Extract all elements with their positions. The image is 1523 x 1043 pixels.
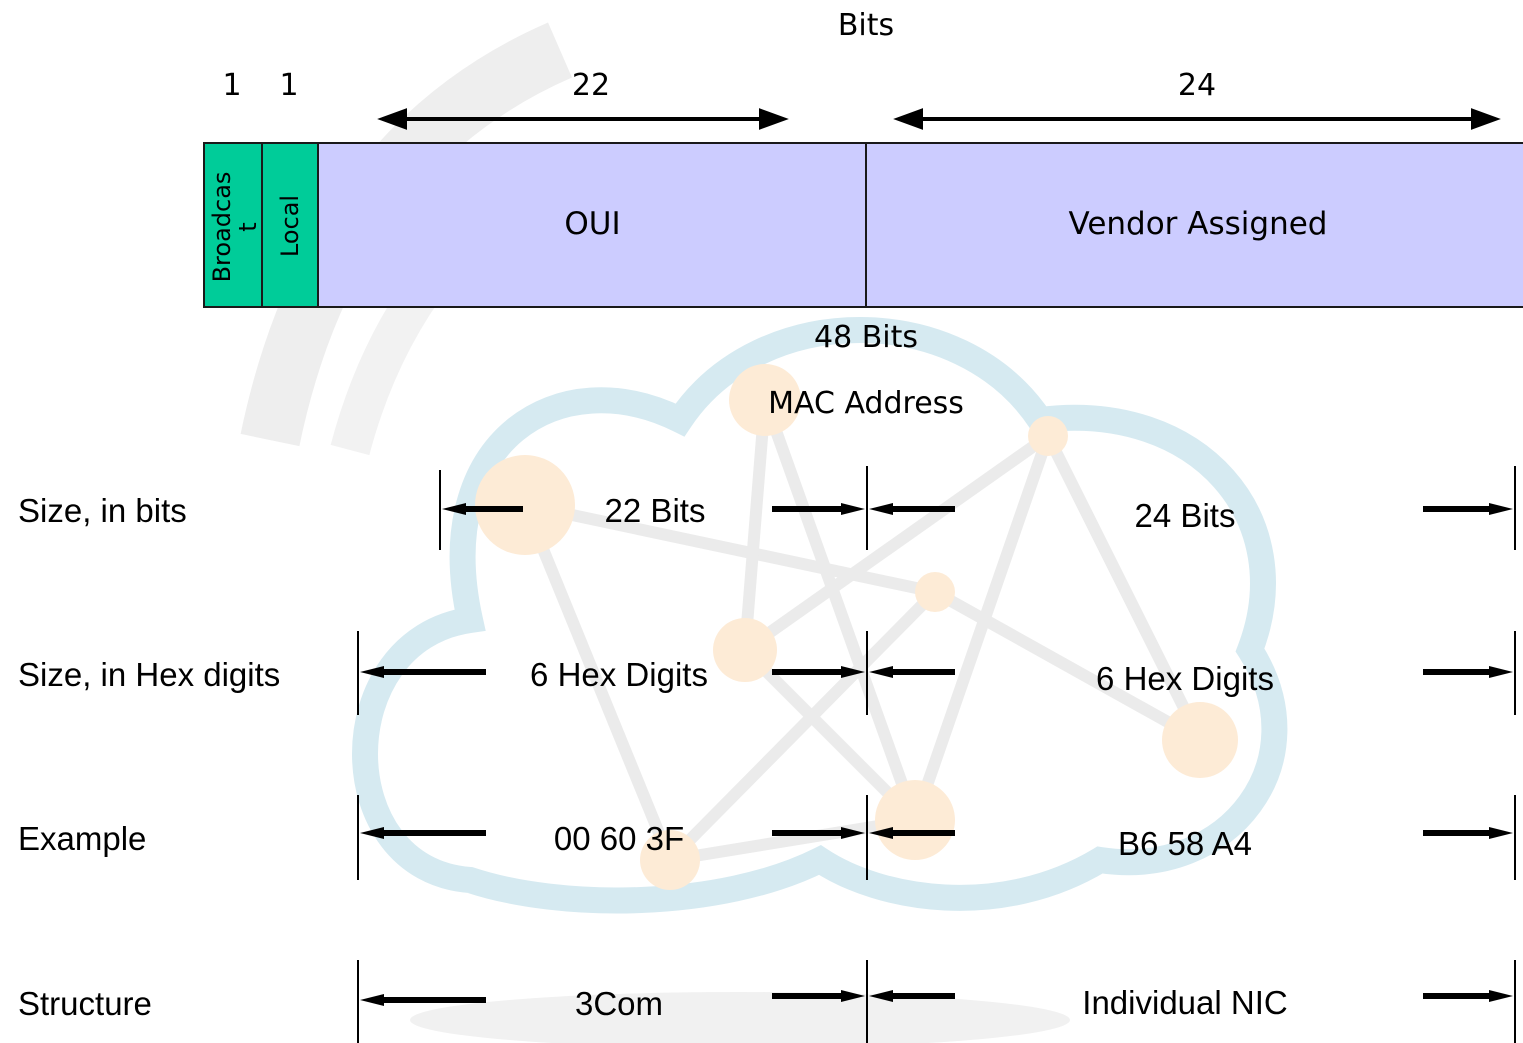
vendor-assigned-field-label: Vendor Assigned <box>1068 206 1328 242</box>
size-hex-vendor-value: 6 Hex Digits <box>1096 660 1274 697</box>
width-label-broadcast: 1 <box>222 68 242 103</box>
local-field: Local <box>261 142 319 308</box>
example-vendor-value: B6 58 A4 <box>1118 825 1252 862</box>
size-bits-oui-value: 22 Bits <box>604 492 706 529</box>
oui-field: OUI <box>317 142 868 308</box>
structure-oui-value: 3Com <box>574 985 664 1022</box>
structure-vendor-value: Individual NIC <box>1082 984 1288 1021</box>
example-oui-value: 00 60 3F <box>553 820 685 857</box>
watermark-grey-ellipse <box>410 992 1070 1043</box>
row-label-example: Example <box>18 820 147 857</box>
size-bits-vendor-value: 24 Bits <box>1134 497 1236 534</box>
header-arrows <box>377 108 1501 130</box>
broadcast-field: Broadcas t <box>203 142 263 308</box>
oui-field-label: OUI <box>564 206 621 242</box>
size-hex-oui-value: 6 Hex Digits <box>530 656 708 693</box>
mac-address-caption: MAC Address <box>768 386 964 421</box>
row-label-structure: Structure <box>18 985 152 1022</box>
total-bits-caption: 48 Bits <box>813 320 919 355</box>
row-label-size-hex: Size, in Hex digits <box>18 656 281 693</box>
vendor-assigned-field: Vendor Assigned <box>865 142 1523 308</box>
watermark-cloud <box>352 317 1288 914</box>
row-label-size-bits: Size, in bits <box>18 492 187 529</box>
bits-header-label: Bits <box>837 8 895 43</box>
width-label-vendor: 24 <box>1177 68 1217 103</box>
width-label-local: 1 <box>279 68 299 103</box>
width-label-oui: 22 <box>571 68 611 103</box>
